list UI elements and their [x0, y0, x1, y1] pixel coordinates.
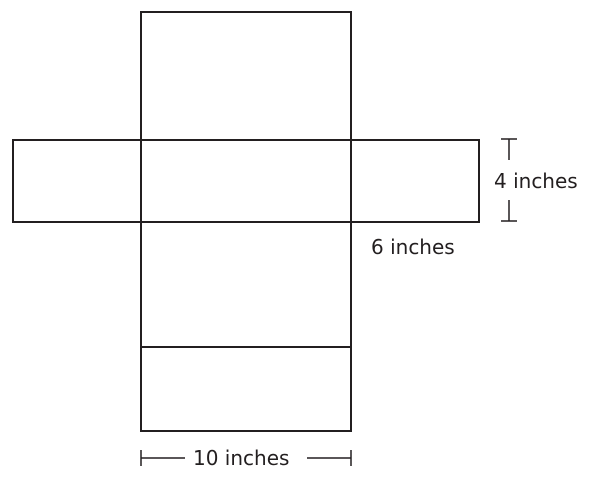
right-side-face: [350, 139, 480, 223]
left-side-face: [12, 139, 142, 223]
length-dimension-marker: [140, 450, 352, 466]
height-dimension-label: 4 inches: [494, 169, 578, 193]
lower-face: [140, 221, 352, 348]
center-face: [140, 139, 352, 223]
length-dimension-label: 10 inches: [193, 446, 289, 470]
height-dimension-marker: [501, 138, 517, 222]
top-flap-face: [140, 11, 352, 141]
bottom-flap-face: [140, 346, 352, 432]
width-dimension-label: 6 inches: [371, 235, 455, 259]
